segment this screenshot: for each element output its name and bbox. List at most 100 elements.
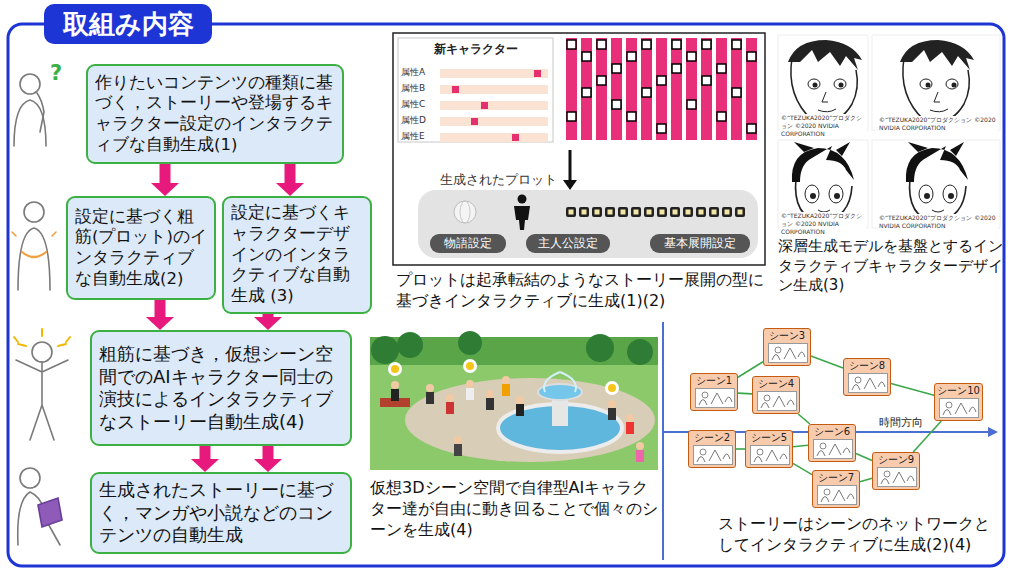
flow-arrow <box>191 446 219 472</box>
attribute-grid <box>747 52 756 61</box>
plot-icons <box>696 207 706 217</box>
scene-label: シーン2 <box>689 431 735 444</box>
process-text: 設定に基づくキャラクターデザインのインタラクティブな自動生成 (3) <box>231 203 363 306</box>
character-sketch <box>808 79 820 89</box>
scene-thumbnail <box>693 445 733 465</box>
character-sketch <box>906 146 968 182</box>
virtual-3d-scene <box>502 376 510 384</box>
scene-thumbnail <box>750 445 790 465</box>
character-sketch <box>919 185 933 203</box>
scene-link <box>736 448 745 450</box>
scene-thumbnail <box>878 468 917 487</box>
virtual-3d-scene <box>608 384 616 392</box>
virtual-3d-scene <box>626 414 634 422</box>
character-sketch <box>948 193 954 199</box>
person-icon <box>12 232 56 236</box>
virtual-3d-scene <box>370 331 658 470</box>
scene-label: シーン7 <box>813 471 859 484</box>
attribute-grid <box>612 100 621 109</box>
scene-link <box>793 445 808 446</box>
scene-box: シーン3 <box>763 328 811 366</box>
scene-thumbnail <box>820 443 826 449</box>
attribute-grid <box>581 38 592 140</box>
plot-icons <box>634 210 639 215</box>
label-holder: プロットは起承転結のようなストーリー展開の型に基づきインタラクティブに生成(1)… <box>396 270 772 312</box>
setting-pill: 物語設定 <box>430 234 506 253</box>
virtual-3d-scene <box>371 336 399 364</box>
label-holder: 属性B <box>401 83 439 95</box>
scene-box: シーン1 <box>690 373 738 411</box>
plot-icons <box>605 207 615 217</box>
plot-icons <box>618 207 628 217</box>
virtual-3d-scene <box>586 334 614 362</box>
virtual-3d-scene <box>458 331 482 355</box>
process-box: 設定に基づくキャラクターデザインのインタラクティブな自動生成 (3) <box>222 196 372 314</box>
flow-arrow <box>146 317 174 330</box>
attribute-panel-box: 新キャラクター <box>398 38 762 150</box>
character-sketch <box>805 185 819 203</box>
scene-box: シーン8 <box>843 358 891 396</box>
virtual-3d-scene <box>391 365 399 373</box>
attribute-label: 属性E <box>401 131 439 143</box>
attribute-grid <box>567 40 756 133</box>
attribute-grid <box>611 38 622 140</box>
scene-thumbnail <box>817 444 850 456</box>
virtual-3d-scene <box>626 422 634 434</box>
flow-arrow <box>276 183 304 196</box>
scene-link <box>811 356 843 368</box>
attribute-grid <box>717 64 726 73</box>
plot-icons <box>725 210 730 215</box>
attribute-panel <box>440 133 548 142</box>
attribute-grid <box>582 52 591 61</box>
scene-thumbnail <box>818 486 857 505</box>
attribute-panel <box>398 38 553 142</box>
attribute-grid <box>642 88 651 97</box>
flow-arrow <box>254 459 282 472</box>
character-sketch <box>932 210 944 212</box>
generation-arrow <box>563 180 577 190</box>
plot-icons <box>647 210 652 215</box>
flow-arrow <box>151 164 179 196</box>
flow-arrow <box>160 164 171 184</box>
plot-icons <box>595 210 600 215</box>
scene-thumbnail <box>761 396 794 408</box>
scene-link <box>856 454 872 461</box>
virtual-3d-scene <box>608 408 616 420</box>
attribute-grid <box>566 38 757 140</box>
attribute-panel <box>440 101 548 110</box>
virtual-3d-scene <box>486 398 494 410</box>
virtual-3d-scene <box>502 384 510 396</box>
scene-thumbnail <box>772 348 805 360</box>
scene-thumbnail <box>754 450 787 462</box>
plot-bar <box>418 190 758 258</box>
attribute-label: 属性D <box>401 115 439 127</box>
attribute-grid <box>566 38 577 140</box>
plot-icons <box>722 207 732 217</box>
label-holder: 属性E <box>401 131 439 143</box>
character-sketch <box>813 83 818 88</box>
setting-pill: 主人公設定 <box>526 234 610 253</box>
character-sketch <box>794 142 814 152</box>
virtual-3d-scene <box>391 381 399 389</box>
label-holder: 属性D <box>401 115 439 127</box>
person-icon <box>14 329 70 440</box>
virtual-3d-scene <box>605 381 619 395</box>
character-sketch <box>900 40 974 70</box>
scene-label: シーン4 <box>753 377 799 390</box>
scene-link <box>736 449 745 450</box>
scene-thumbnail <box>751 446 790 465</box>
virtual-3d-scene <box>454 444 462 456</box>
pill-text: 物語設定 <box>444 236 492 251</box>
flow-arrow <box>263 446 274 460</box>
copyright-note: ©“TEZUKA2020”プロダクション ©2020 NVIDIA CORPOR… <box>780 114 866 137</box>
attribute-panel <box>440 69 548 78</box>
character-sketch <box>839 83 844 88</box>
person-icon <box>18 228 50 290</box>
character-sketch <box>952 83 957 88</box>
scene-label: シーン10 <box>935 384 982 397</box>
generation-arrow <box>563 150 577 190</box>
scene-thumbnail <box>768 343 808 363</box>
title-tab: 取組み内容 <box>44 4 212 44</box>
attribute-grid <box>641 38 652 140</box>
